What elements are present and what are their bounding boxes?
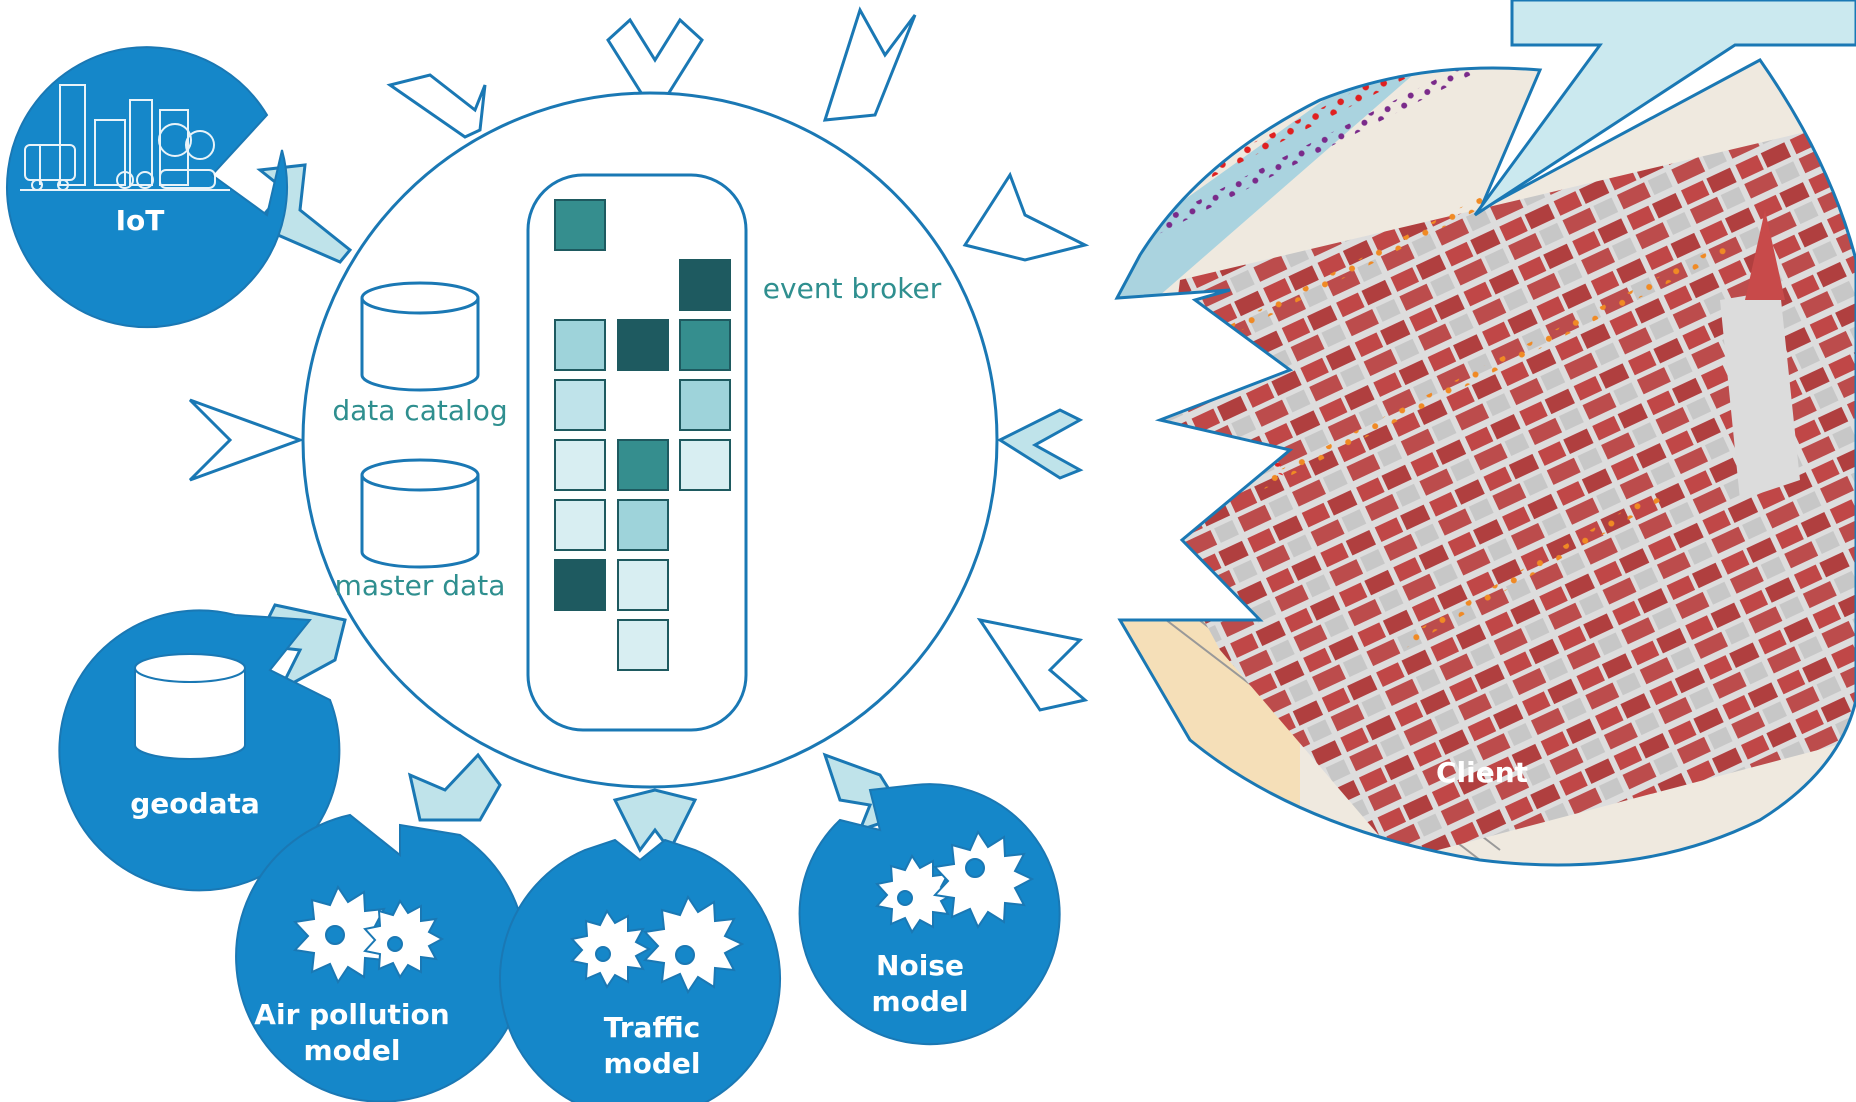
event-block [617,439,669,491]
connector-traffic [612,788,698,853]
gears-icon [570,894,745,995]
connector-top-right [822,6,917,122]
iot-label: IoT [116,204,165,237]
connector-right-upper [962,171,1090,262]
event-block [554,379,606,431]
air-pollution-label-line2: model [303,1034,400,1067]
event-block [554,199,606,251]
master-data-label: master data [335,569,506,602]
database-icon [134,653,246,760]
data-catalog-label: data catalog [332,394,507,427]
air-pollution-label-line1: Air pollution [254,998,449,1031]
city-icon [20,84,230,191]
client-panel: Client [1114,0,1856,867]
noise-label-line2: model [871,985,968,1018]
client-label: Client [1436,756,1528,789]
event-block [554,319,606,371]
connector-top [606,17,704,118]
event-block [617,319,669,371]
iot-node: IoT [6,46,289,329]
connector-air [407,752,502,822]
event-block [617,559,669,611]
geodata-label: geodata [130,787,260,820]
air-pollution-node: Air pollution model [235,813,527,1102]
event-block [679,379,731,431]
event-broker-label: event broker [763,272,942,305]
gears-icon [875,829,1035,934]
event-block [679,259,731,311]
gears-icon [292,884,445,985]
event-block [554,499,606,551]
event-block [679,439,731,491]
noise-node: Noise model [798,783,1061,1046]
event-block [554,439,606,491]
traffic-node: Traffic model [499,838,781,1102]
master-data-database-icon [360,458,480,569]
speech-bubble [1473,0,1856,217]
event-block [617,499,669,551]
connector-client [996,408,1084,480]
connector-right-lower [976,617,1089,712]
geodata-node: geodata [58,609,341,892]
traffic-label-line2: model [603,1047,700,1080]
traffic-label-line1: Traffic [604,1011,701,1044]
event-block [617,619,669,671]
event-block [554,559,606,611]
event-broker-queue [554,199,731,671]
noise-label-line1: Noise [876,949,964,982]
connector-top-left [386,73,487,139]
connectors-outline [188,6,1090,712]
event-block [679,319,731,371]
data-catalog-database-icon [360,281,480,392]
connector-left [188,398,305,482]
